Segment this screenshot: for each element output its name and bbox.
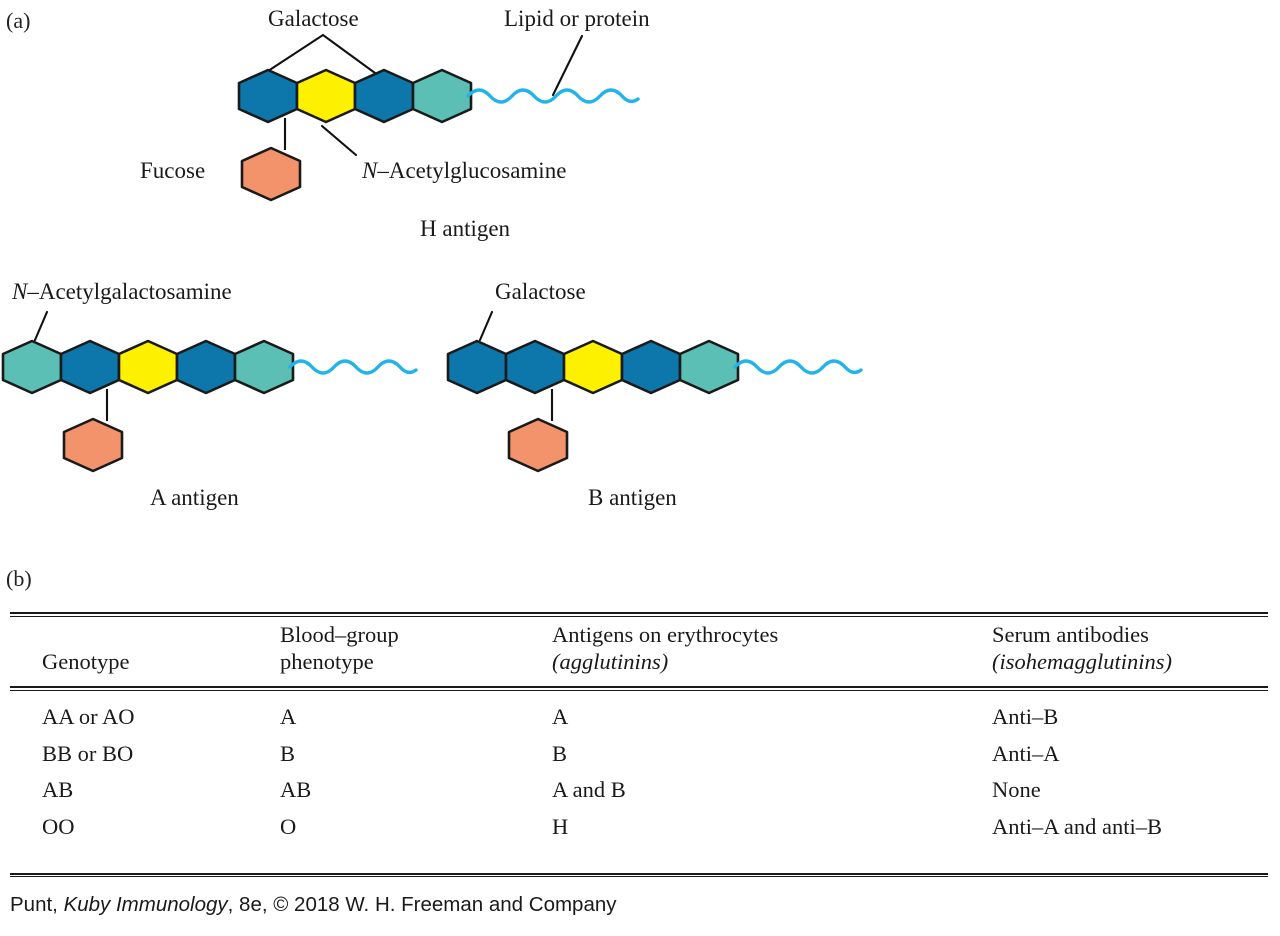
cell-serum: Anti–A — [992, 740, 1060, 766]
label-galactose-b: Galactose — [495, 279, 586, 304]
table-row: OO O H Anti–A and anti–B — [10, 809, 1268, 846]
hexagon-terminal-sugar — [411, 68, 473, 124]
label-n-rest: –Acetylglucosamine — [376, 158, 566, 183]
table-body: AA or AO A A Anti–B BB or BO B B Anti–A … — [10, 699, 1268, 846]
cell-serum: None — [992, 777, 1041, 803]
label-n-acetylglucosamine: N–Acetylglucosamine — [361, 158, 566, 183]
column-header-antigens: Antigens on erythrocytes (agglutinins) — [552, 617, 992, 686]
footer-rule — [10, 873, 1268, 877]
panel-b-letter: (b) — [6, 566, 32, 591]
column-header-genotype-line2: Genotype — [42, 649, 130, 675]
leader-n-acetylglucosamine — [320, 124, 358, 157]
credit-line: Punt, Kuby Immunology, 8e, © 2018 W. H. … — [10, 893, 617, 917]
leader-galactose-h — [263, 33, 377, 75]
hexagon-fucose-h — [240, 146, 302, 202]
hexagon-n-acetylglucosamine — [295, 68, 357, 124]
table: Genotype Blood–group phenotype Antigens … — [10, 617, 1268, 686]
cell-genotype: BB or BO — [42, 740, 134, 766]
b-antigen-chain — [446, 339, 740, 395]
label-n-galnac-rest: –Acetylgalactosamine — [26, 279, 231, 304]
caption-a-antigen: A antigen — [150, 485, 239, 510]
tail-a-antigen — [288, 359, 418, 375]
column-header-serum-line1: Serum antibodies — [992, 622, 1149, 647]
label-galactose-h: Galactose — [268, 6, 359, 31]
cell-antigens: A — [552, 703, 569, 729]
cell-genotype: OO — [42, 814, 75, 840]
table-body-wrapper: AA or AO A A Anti–B BB or BO B B Anti–A … — [10, 699, 1268, 846]
cell-antigens: A and B — [552, 777, 626, 803]
column-header-genotype: Genotype — [10, 617, 280, 686]
tail-lipid-or-protein — [466, 88, 640, 104]
hexagon-a-galactose-2 — [175, 339, 237, 395]
column-header-antigens-line1: Antigens on erythrocytes — [552, 622, 779, 647]
hexagon-a-galnac — [1, 339, 63, 395]
table-row: AA or AO A A Anti–B — [10, 699, 1268, 736]
hexagon-a-glcnac — [117, 339, 179, 395]
table-top-rule — [10, 612, 1268, 617]
cell-phenotype: A — [280, 703, 297, 729]
a-antigen-chain — [1, 339, 295, 395]
hexagon-fucose-b — [507, 417, 569, 473]
table-row: BB or BO B B Anti–A — [10, 736, 1268, 773]
credit-author: Punt, — [10, 893, 64, 916]
hexagon-galactose-2 — [353, 68, 415, 124]
column-header-phenotype-line1: Blood–group — [280, 622, 399, 647]
hexagon-b-galactose-2 — [620, 339, 682, 395]
hexagon-galactose-1 — [237, 68, 299, 124]
cell-antigens: B — [552, 740, 568, 766]
cell-antigens: H — [552, 814, 569, 840]
caption-b-antigen: B antigen — [588, 485, 677, 510]
caption-h-antigen: H antigen — [420, 216, 511, 241]
tail-b-antigen — [733, 359, 863, 375]
hexagon-fucose-a — [62, 417, 124, 473]
table-header-rule — [10, 685, 1268, 691]
label-n-galnac-italic-prefix: N — [11, 279, 29, 304]
credit-title: Kuby Immunology — [63, 893, 228, 916]
hexagon-b-terminal — [678, 339, 740, 395]
cell-serum: Anti–A and anti–B — [992, 814, 1162, 840]
label-n-italic-prefix: N — [361, 158, 379, 183]
hexagon-b-galactose-1 — [504, 339, 566, 395]
table-header-row: Genotype Blood–group phenotype Antigens … — [10, 617, 1268, 686]
cell-phenotype: AB — [280, 777, 312, 803]
cell-genotype: AB — [42, 777, 74, 803]
hexagon-b-glcnac — [562, 339, 624, 395]
credit-rest: , 8e, © 2018 W. H. Freeman and Company — [227, 893, 617, 916]
column-header-phenotype: Blood–group phenotype — [280, 617, 552, 686]
panel-a-letter: (a) — [6, 8, 31, 33]
leader-galactose-b — [478, 310, 494, 342]
column-header-antigens-line2: (agglutinins) — [552, 649, 669, 675]
table-row: AB AB A and B None — [10, 772, 1268, 809]
column-header-serum: Serum antibodies (isohemagglutinins) — [992, 617, 1268, 686]
cell-phenotype: O — [280, 814, 297, 840]
label-fucose-h: Fucose — [140, 158, 205, 183]
hexagon-a-galactose-1 — [59, 339, 121, 395]
table-header: Genotype Blood–group phenotype Antigens … — [10, 617, 1268, 686]
hexagon-a-terminal — [233, 339, 295, 395]
hexagon-b-galactose-terminal — [446, 339, 508, 395]
label-lipid-or-protein: Lipid or protein — [504, 6, 650, 31]
label-n-acetylgalactosamine: N–Acetylgalactosamine — [11, 279, 232, 304]
column-header-phenotype-line2: phenotype — [280, 649, 374, 675]
antigen-structures-diagram: Galactose Lipid or protein Fucose N–Acet… — [1, 6, 863, 510]
blood-group-table: Genotype Blood–group phenotype Antigens … — [10, 612, 1268, 846]
leader-lipid-or-protein — [551, 34, 584, 97]
column-header-serum-line2: (isohemagglutinins) — [992, 649, 1172, 675]
cell-serum: Anti–B — [992, 703, 1059, 729]
cell-genotype: AA or AO — [42, 703, 135, 729]
cell-phenotype: B — [280, 740, 296, 766]
leader-n-acetylgalactosamine — [33, 310, 49, 342]
h-antigen-chain — [237, 68, 473, 124]
